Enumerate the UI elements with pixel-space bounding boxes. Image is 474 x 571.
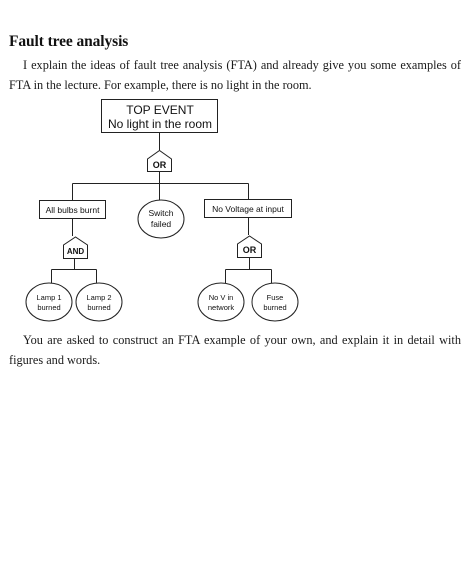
- event-switch-line2: failed: [151, 219, 172, 229]
- basic-event-lamp2: [75, 282, 123, 322]
- document-heading: Fault tree analysis: [9, 33, 129, 50]
- intro-paragraph: I explain the ideas of fault tree analys…: [9, 58, 461, 92]
- or-gate-voltage-label: OR: [243, 245, 257, 255]
- basic-event-no-v: [197, 282, 245, 322]
- and-gate-label: AND: [67, 247, 85, 256]
- event-voltage-label: No Voltage at input: [212, 204, 284, 214]
- event-bulbs-label: All bulbs burnt: [46, 205, 101, 215]
- and-gate-bulbs: [63, 236, 88, 259]
- or-gate-voltage: [237, 235, 262, 258]
- lamp2-line2: burned: [87, 303, 110, 312]
- fuse-line2: burned: [263, 303, 286, 312]
- lamp1-line1: Lamp 1: [36, 293, 61, 302]
- basic-event-fuse: [251, 282, 299, 322]
- top-event-line2: No light in the room: [108, 117, 212, 131]
- fuse-line1: Fuse: [267, 293, 284, 302]
- event-switch-line1: Switch: [148, 208, 173, 218]
- or-gate-top: [147, 149, 172, 172]
- closing-paragraph: You are asked to construct an FTA exampl…: [9, 333, 461, 367]
- no-v-line2: network: [208, 303, 235, 312]
- top-event-line1: TOP EVENT: [126, 103, 194, 117]
- event-ellipse-switch: [137, 199, 185, 239]
- basic-event-lamp1: [25, 282, 73, 322]
- no-v-line1: No V in: [209, 293, 234, 302]
- lamp2-line1: Lamp 2: [86, 293, 111, 302]
- or-gate-top-label: OR: [153, 160, 167, 170]
- top-event-box: [101, 99, 218, 133]
- lamp1-line2: burned: [37, 303, 60, 312]
